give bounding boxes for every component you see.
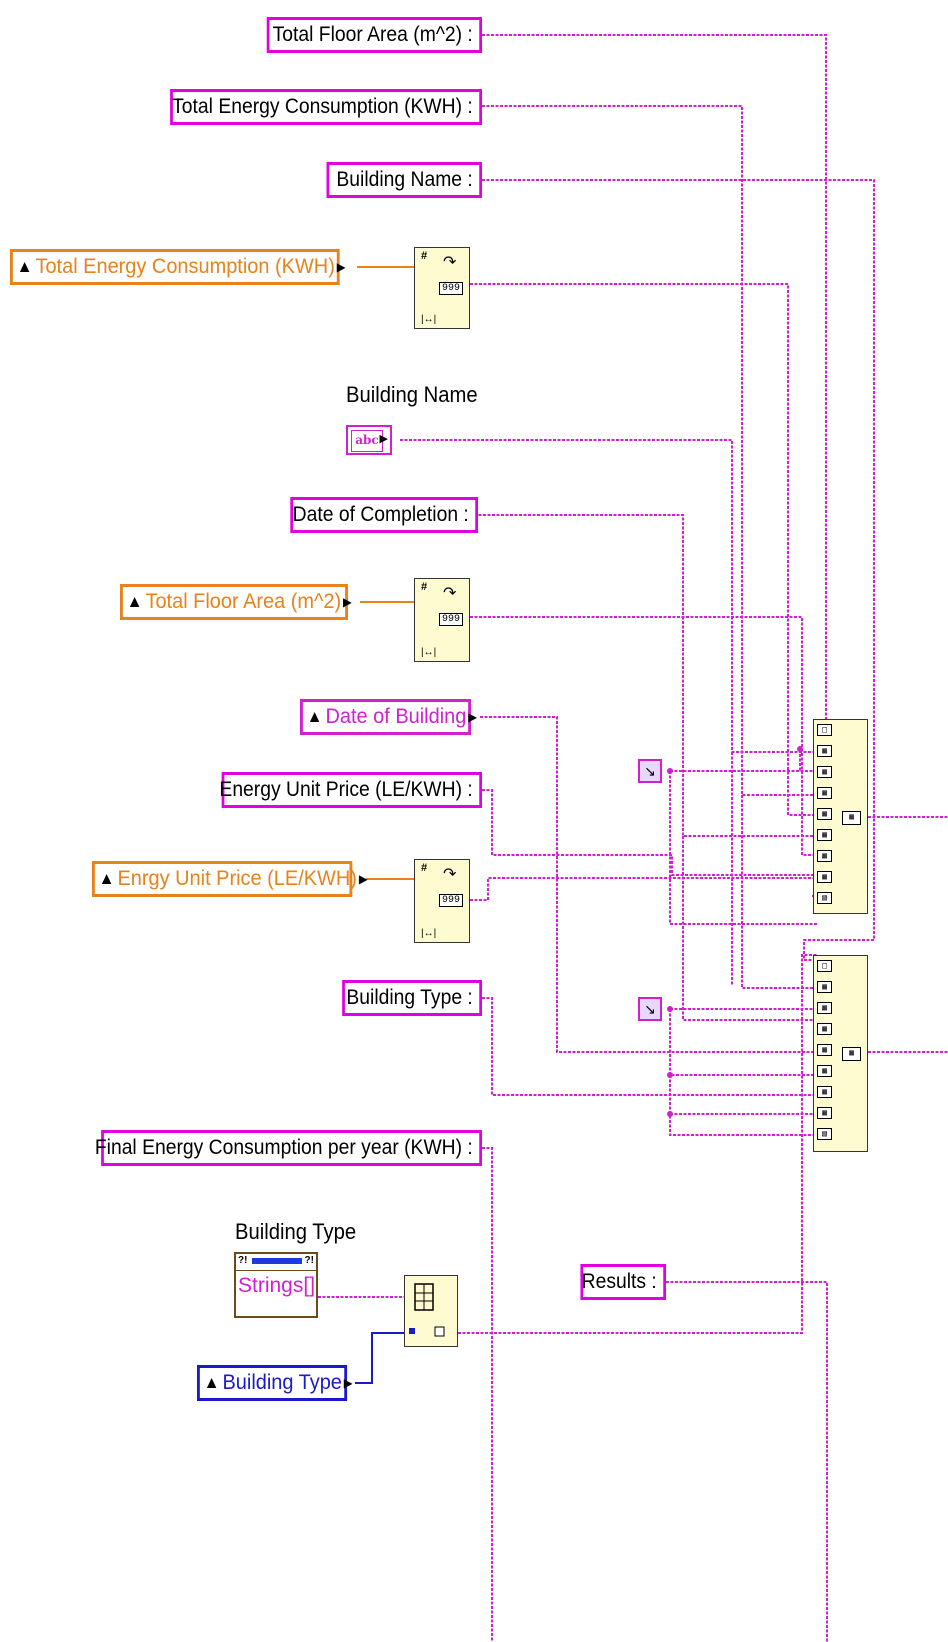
index-array-node[interactable]: [404, 1275, 458, 1347]
number-to-string-node-3[interactable]: # ↷ 999 |↔|: [414, 859, 470, 943]
string-input-terminal: ▦: [817, 850, 832, 862]
building-type-property[interactable]: ▲Building Type▶: [197, 1365, 353, 1401]
string-input-terminal: ▦: [817, 808, 832, 820]
convert-arrow-icon: ↷: [443, 254, 457, 271]
string-output-terminal: ▦: [842, 1047, 861, 1061]
right-triangle-icon: ▶: [358, 872, 368, 886]
convert-arrow-icon: ↷: [443, 866, 457, 883]
building-name-terminal[interactable]: abc ▶: [346, 425, 392, 455]
right-triangle-icon: ▶: [468, 710, 478, 724]
index-icon: ?!: [304, 1255, 314, 1266]
property-text: Total Floor Area (m^2): [145, 590, 342, 613]
up-arrow-icon: ▲: [126, 592, 143, 611]
number-to-string-node-1[interactable]: # ↷ 999 |↔|: [414, 247, 470, 329]
numeric-input-icon: #: [421, 581, 428, 593]
string-input-terminal: □: [817, 724, 832, 736]
final-energy-consumption-constant[interactable]: Final Energy Consumption per year (KWH) …: [95, 1130, 482, 1166]
string-input-terminal: ▦: [817, 745, 832, 757]
property-text: Enrgy Unit Price (LE/KWH): [117, 867, 357, 890]
building-type-string-array[interactable]: ?! ?! Strings[]: [234, 1252, 318, 1318]
up-arrow-icon: ▲: [203, 1373, 220, 1392]
string-input-terminal: ▦: [817, 871, 832, 883]
date-of-building-property[interactable]: ▲Date of Building▶: [300, 699, 477, 735]
build-path-icon[interactable]: ↘: [638, 997, 662, 1021]
right-triangle-icon: ▶: [343, 1376, 353, 1390]
string-input-terminal: ▦: [817, 1086, 832, 1098]
convert-arrow-icon: ↷: [443, 585, 457, 602]
up-arrow-icon: ▲: [16, 257, 33, 276]
constant-text: Total Energy Consumption (KWH) :: [172, 95, 473, 118]
constant-text: Energy Unit Price (LE/KWH) :: [219, 778, 473, 801]
string-input-terminal: ▦: [817, 829, 832, 841]
string-input-terminal: ▧: [817, 1128, 832, 1140]
results-constant[interactable]: Results :: [580, 1264, 666, 1300]
concatenate-strings-node-2[interactable]: □ ▦ ▦ ▦ ▦ ▦ ▦ ▦ ▧ ▦: [813, 955, 868, 1152]
width-icon: |↔|: [421, 647, 437, 658]
width-icon: |↔|: [421, 928, 437, 939]
number-to-string-node-2[interactable]: # ↷ 999 |↔|: [414, 578, 470, 662]
index-icon: ?!: [238, 1255, 248, 1266]
string-display: 999: [439, 613, 464, 626]
property-text: Building Type: [222, 1371, 342, 1394]
build-path-icon[interactable]: ↘: [638, 759, 662, 783]
up-arrow-icon: ▲: [306, 707, 323, 726]
string-terminal-icon: abc: [351, 430, 383, 452]
property-text: Date of Building: [325, 705, 467, 728]
concatenate-strings-node-1[interactable]: □ ▦ ▦ ▦ ▦ ▦ ▦ ▦ ▧ ▦: [813, 719, 868, 914]
total-energy-consumption-constant[interactable]: Total Energy Consumption (KWH) :: [170, 89, 482, 125]
total-floor-area-constant[interactable]: Total Floor Area (m^2) :: [266, 17, 482, 53]
total-energy-consumption-property[interactable]: ▲Total Energy Consumption (KWH)▶: [10, 249, 346, 285]
string-display: 999: [439, 282, 464, 295]
string-input-terminal: ▧: [817, 892, 832, 904]
string-output-terminal: ▦: [842, 811, 861, 825]
array-scrollbar[interactable]: [252, 1258, 302, 1264]
string-input-terminal: ▦: [817, 1002, 832, 1014]
constant-text: Date of Completion :: [292, 503, 469, 526]
property-text: Total Energy Consumption (KWH): [35, 255, 335, 278]
string-input-terminal: ▦: [817, 1065, 832, 1077]
up-arrow-icon: ▲: [98, 869, 115, 888]
index-array-icon: [409, 1283, 445, 1337]
constant-text: Results :: [581, 1270, 657, 1293]
right-triangle-icon: ▶: [343, 595, 352, 609]
building-name-label: Building Name: [346, 382, 478, 407]
constant-text: Final Energy Consumption per year (KWH) …: [94, 1136, 473, 1159]
building-type-constant[interactable]: Building Type :: [342, 980, 482, 1016]
right-triangle-icon: ▶: [379, 433, 388, 445]
string-input-terminal: ▦: [817, 766, 832, 778]
string-input-terminal: ▦: [817, 1044, 832, 1056]
building-type-label: Building Type: [235, 1219, 357, 1244]
numeric-input-icon: #: [421, 862, 428, 874]
string-input-terminal: □: [817, 960, 832, 972]
energy-unit-price-property[interactable]: ▲Enrgy Unit Price (LE/KWH)▶: [92, 861, 368, 897]
energy-unit-price-constant[interactable]: Energy Unit Price (LE/KWH) :: [219, 772, 482, 808]
width-icon: |↔|: [421, 314, 437, 325]
string-input-terminal: ▦: [817, 1023, 832, 1035]
numeric-input-icon: #: [421, 250, 428, 262]
constant-text: Building Type :: [346, 986, 473, 1009]
date-of-completion-constant[interactable]: Date of Completion :: [290, 497, 478, 533]
string-display: 999: [439, 894, 464, 907]
string-input-terminal: ▦: [817, 981, 832, 993]
string-array-value: Strings[]: [236, 1270, 316, 1303]
building-name-constant[interactable]: Building Name :: [326, 162, 482, 198]
right-triangle-icon: ▶: [336, 260, 346, 274]
constant-text: Building Name :: [336, 168, 473, 191]
string-input-terminal: ▦: [817, 1107, 832, 1119]
total-floor-area-property[interactable]: ▲Total Floor Area (m^2)▶: [120, 584, 352, 620]
constant-text: Total Floor Area (m^2) :: [272, 23, 473, 46]
string-input-terminal: ▦: [817, 787, 832, 799]
